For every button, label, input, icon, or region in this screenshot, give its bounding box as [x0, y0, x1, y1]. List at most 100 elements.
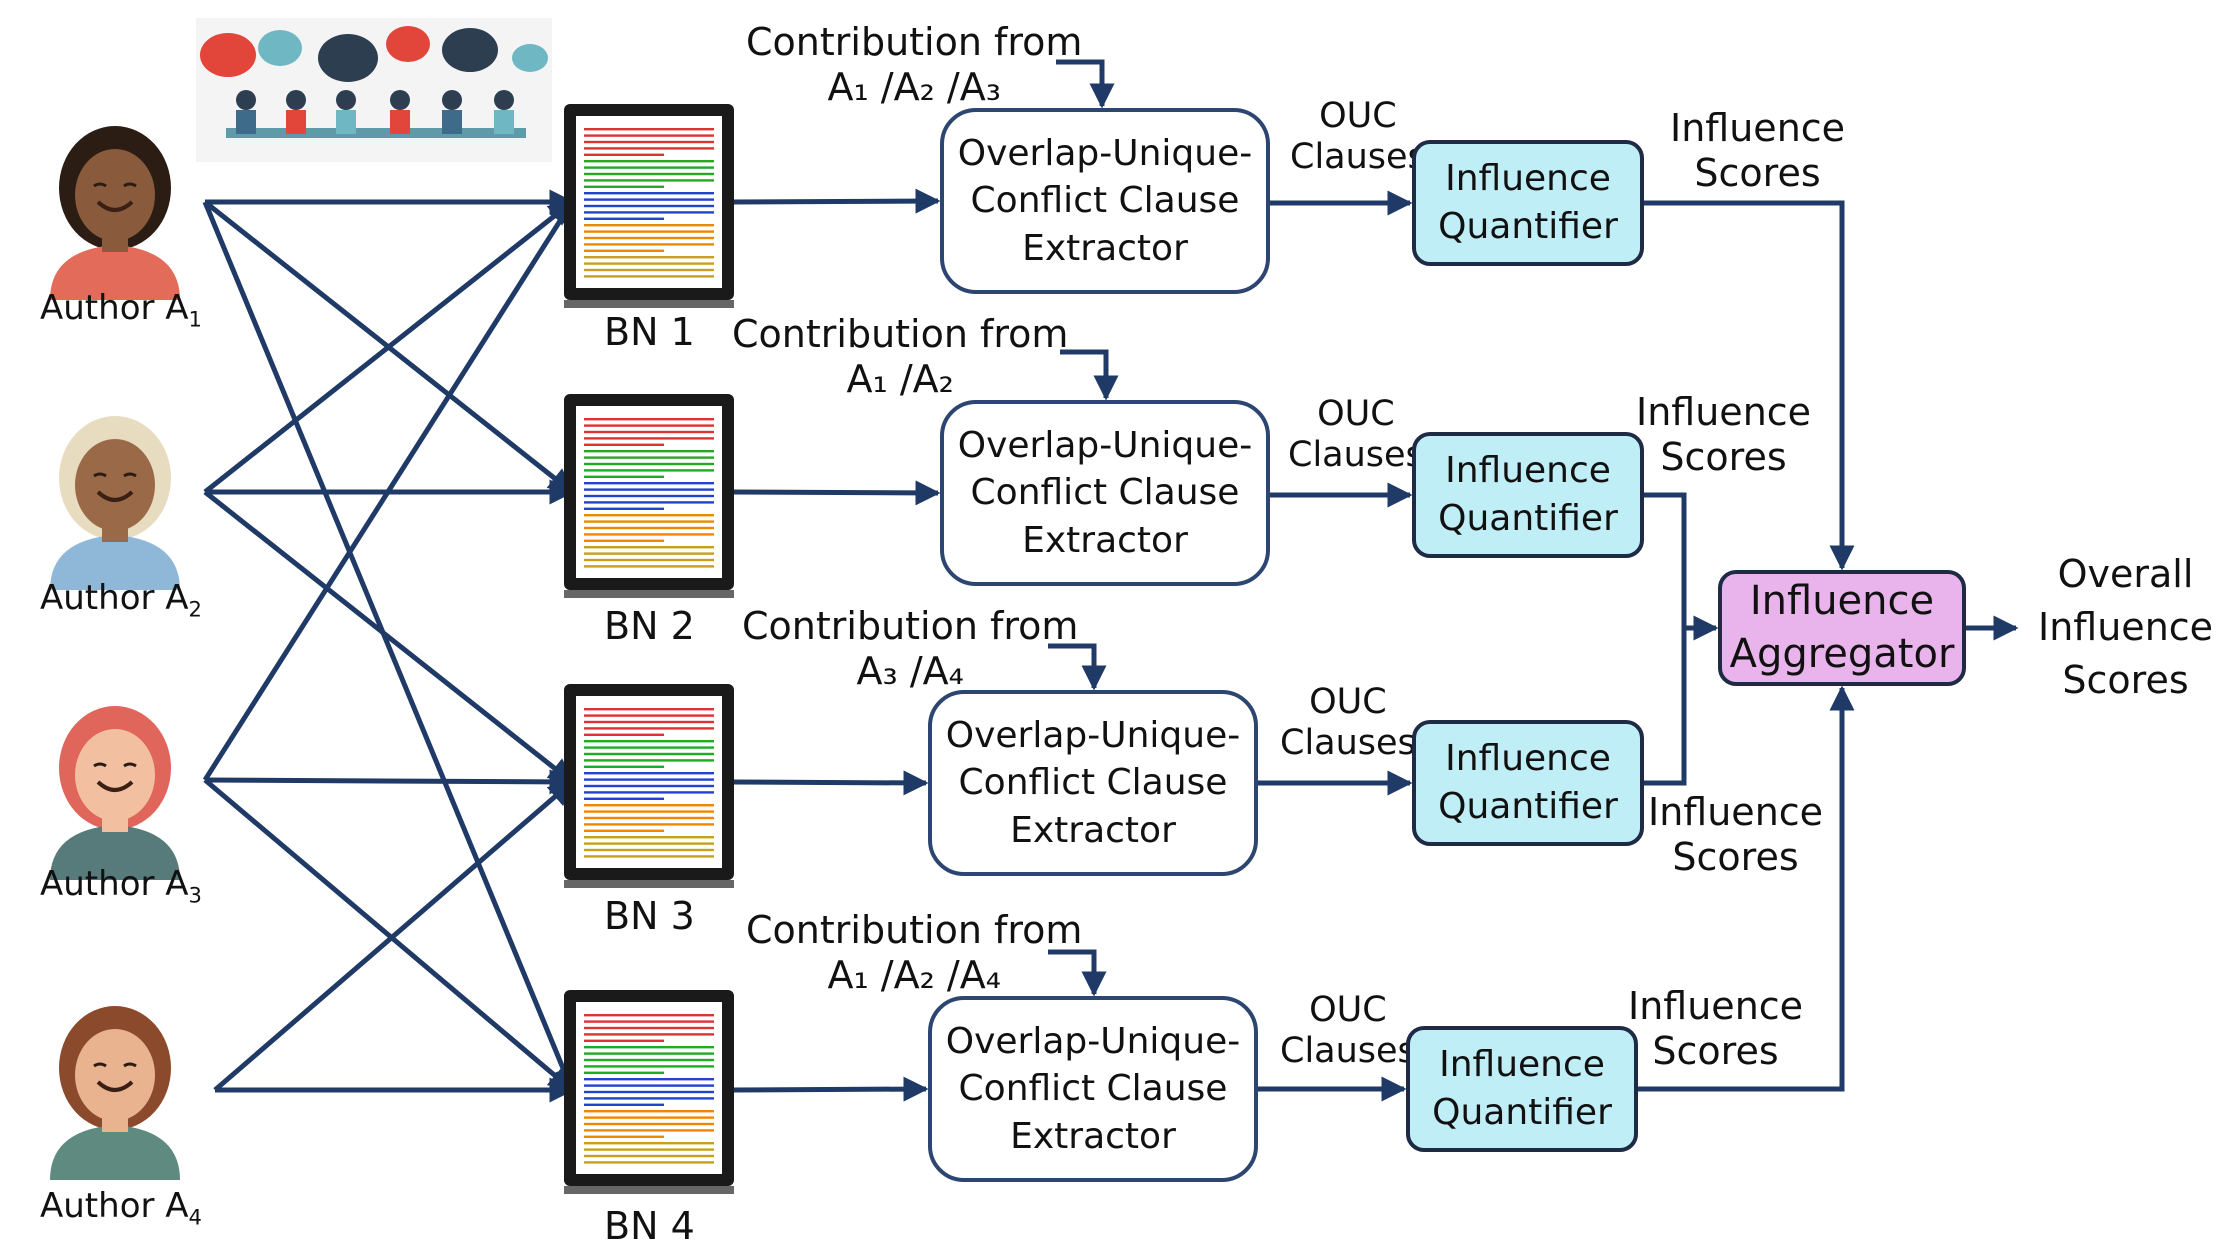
bn-to-extractor-arrow [731, 1076, 929, 1102]
author-label-text: Author A [40, 1186, 189, 1226]
quantifier-label-line: Influence [1445, 450, 1611, 492]
extractor-label-line: Overlap-Unique- [945, 714, 1241, 756]
bn-to-extractor-arrow [731, 188, 941, 214]
scores-to-aggregator-arrow [1644, 628, 1687, 786]
scores-to-aggregator-arrow [1644, 492, 1719, 641]
author-label-subscript: 2 [188, 596, 202, 622]
author-label-subscript: 1 [188, 306, 202, 332]
author-label: Author A1 [40, 288, 202, 332]
aggregator-label-line: Aggregator [1729, 631, 1955, 677]
influence-scores-line: Scores [1660, 434, 1787, 479]
document-tablet-icon [564, 394, 734, 598]
bn-document-icon [562, 988, 736, 1198]
document-tablet-icon [564, 684, 734, 888]
contribution-authors: A₁ /A₂ /A₃ [827, 64, 1001, 109]
quantifier-label-line: Quantifier [1432, 1092, 1612, 1133]
contribution-line: Contribution from [746, 20, 1083, 64]
influence-scores-line: Influence [1636, 390, 1812, 434]
ouc-clauses-line: OUC [1309, 682, 1387, 722]
ouc-clauses-line: Clauses [1280, 723, 1416, 764]
connector-arrows [202, 59, 2019, 1103]
quantifier-label-line: Quantifier [1438, 206, 1618, 247]
author-avatar [30, 990, 200, 1180]
document-tablet-icon [564, 990, 734, 1194]
contribution-line: Contribution from [746, 908, 1083, 952]
author-to-bn-arrow [202, 201, 575, 1093]
influence-scores-line: Influence [1648, 790, 1824, 834]
extractor-label-line: Extractor [1022, 519, 1188, 561]
overall-scores-line: Scores [2062, 658, 2189, 703]
scores-to-aggregator-arrow [1644, 200, 1855, 571]
extractor-label-line: Extractor [1010, 809, 1176, 851]
author-label: Author A2 [40, 578, 202, 622]
ouc-clauses-line: OUC [1319, 96, 1397, 136]
contribution-authors: A₁ /A₂ /A₄ [827, 952, 1001, 997]
quantifier-label-line: Influence [1445, 738, 1611, 780]
extractor-label-line: Extractor [1022, 227, 1188, 269]
contribution-arrow [1060, 349, 1119, 401]
overall-scores-line: Overall [2057, 552, 2194, 596]
influence-scores-line: Influence [1628, 984, 1804, 1028]
extractor-label-line: Extractor [1010, 1115, 1176, 1157]
author-to-bn-arrow [213, 780, 574, 1092]
author-label: Author A3 [40, 864, 202, 908]
quantifier-label-line: Influence [1445, 158, 1611, 200]
document-tablet-icon [564, 104, 734, 308]
author-avatar [30, 400, 200, 590]
ouc-clauses-line: OUC [1309, 990, 1387, 1030]
extractor-label-line: Conflict Clause [970, 472, 1240, 514]
bn-document-icon [562, 682, 736, 892]
overall-scores-line: Influence [2038, 605, 2214, 650]
bn-document-icon [562, 102, 736, 312]
aggregator-label-line: Influence [1749, 578, 1935, 625]
author-label-subscript: 3 [188, 882, 202, 908]
influence-scores-line: Scores [1694, 150, 1821, 195]
bn-document-icon [562, 392, 736, 602]
ouc-clauses-line: Clauses [1280, 1031, 1416, 1072]
author-avatar-icon [50, 1006, 180, 1180]
author-to-bn-arrow [203, 490, 574, 784]
influence-scores-line: Scores [1652, 1028, 1779, 1073]
meeting-illustration [196, 18, 552, 162]
ouc-clauses-line: Clauses [1290, 137, 1426, 178]
quantifier-label-line: Influence [1439, 1044, 1605, 1086]
extractor-label-line: Conflict Clause [958, 1068, 1228, 1110]
author-avatar [30, 690, 200, 880]
bn-to-extractor-arrow [731, 770, 929, 796]
author-label-text: Author A [40, 578, 189, 618]
contribution-line: Contribution from [732, 312, 1069, 356]
author-label-text: Author A [40, 864, 189, 904]
influence-scores-line: Influence [1670, 106, 1846, 150]
author-label-text: Author A [40, 288, 189, 328]
contribution-authors: A₃ /A₄ [856, 648, 964, 693]
contribution-authors: A₁ /A₂ [846, 356, 954, 401]
bn-label: BN 3 [604, 894, 695, 938]
author-label: Author A4 [40, 1186, 202, 1227]
author-to-bn-arrow [202, 199, 575, 782]
author-to-bn-arrow [204, 769, 575, 795]
author-avatar [30, 110, 200, 300]
author-to-bn-arrow [203, 200, 574, 494]
extractor-label-line: Overlap-Unique- [957, 132, 1253, 174]
extractor-label-line: Conflict Clause [970, 180, 1240, 222]
